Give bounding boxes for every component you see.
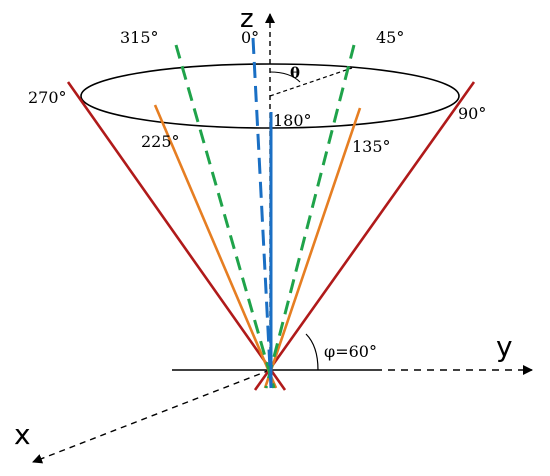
blue-line-0 (251, 37, 273, 389)
green-line-315 (174, 44, 276, 389)
label-90-deg: 90° (458, 104, 486, 123)
orange-line-225 (153, 104, 278, 389)
label-270-deg: 270° (28, 88, 67, 107)
red-line-90 (253, 81, 476, 391)
label-135-deg: 135° (352, 137, 391, 156)
theta-ray (269, 67, 353, 97)
x-axis-label: x (14, 418, 31, 451)
phi-arc (305, 333, 319, 371)
theta-label: θ (290, 64, 300, 82)
label-0-deg: 0° (241, 28, 259, 47)
label-45-deg: 45° (376, 28, 404, 47)
x-axis-dashed (32, 369, 271, 464)
red-line-270 (66, 81, 287, 391)
orange-line-135 (263, 107, 362, 389)
theta-arc (269, 71, 301, 83)
y-axis-label: y (496, 330, 513, 363)
label-180-deg: 180° (273, 111, 312, 130)
phi-label: φ=60° (324, 342, 377, 361)
label-315-deg: 315° (120, 28, 159, 47)
label-225-deg: 225° (141, 132, 180, 151)
green-line-45 (264, 44, 356, 389)
z-axis-label: z (240, 4, 254, 34)
